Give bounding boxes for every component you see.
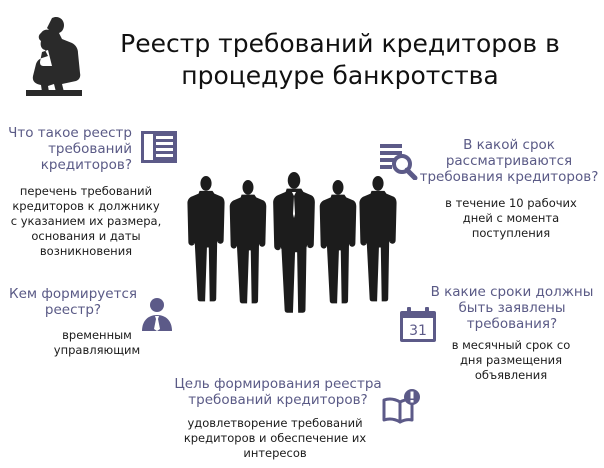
- calendar-number: 31: [409, 323, 427, 339]
- who-answer: временным управляющим: [53, 328, 141, 357]
- purpose-question: Цель формирования реестра требований кре…: [174, 376, 382, 408]
- person-silhouette: [187, 176, 225, 302]
- what-answer: перечень требований кредиторов к должник…: [10, 184, 162, 258]
- what-question: Что такое реестр требований кредиторов?: [8, 125, 132, 173]
- deadline-answer: в месячный срок со дня размещения объявл…: [451, 338, 571, 382]
- when-review-answer: в течение 10 рабочих дней с момента пост…: [445, 196, 577, 240]
- person-silhouette: [359, 176, 397, 302]
- calendar-icon: 31: [400, 307, 436, 342]
- page-title: Реестр требований кредиторов в процедуре…: [100, 28, 580, 92]
- when-review-question: В какой срок рассматриваются требования …: [419, 137, 599, 185]
- title-line-2: процедуре банкротства: [181, 61, 499, 90]
- thinker-logo-icon: [26, 16, 82, 96]
- person-silhouette: [319, 180, 357, 304]
- book-alert-icon: [382, 389, 420, 424]
- who-question: Кем формируется реестр?: [9, 286, 137, 318]
- deadline-question: В какие сроки должны быть заявлены требо…: [430, 284, 594, 332]
- manager-person-icon: [142, 298, 172, 331]
- register-document-icon: [141, 131, 177, 163]
- title-line-1: Реестр требований кредиторов в: [120, 29, 560, 58]
- business-people-silhouettes: [187, 172, 397, 313]
- purpose-answer: удовлетворение требований кредиторов и о…: [183, 416, 367, 460]
- document-search-icon: [380, 144, 418, 180]
- person-silhouette: [229, 180, 267, 304]
